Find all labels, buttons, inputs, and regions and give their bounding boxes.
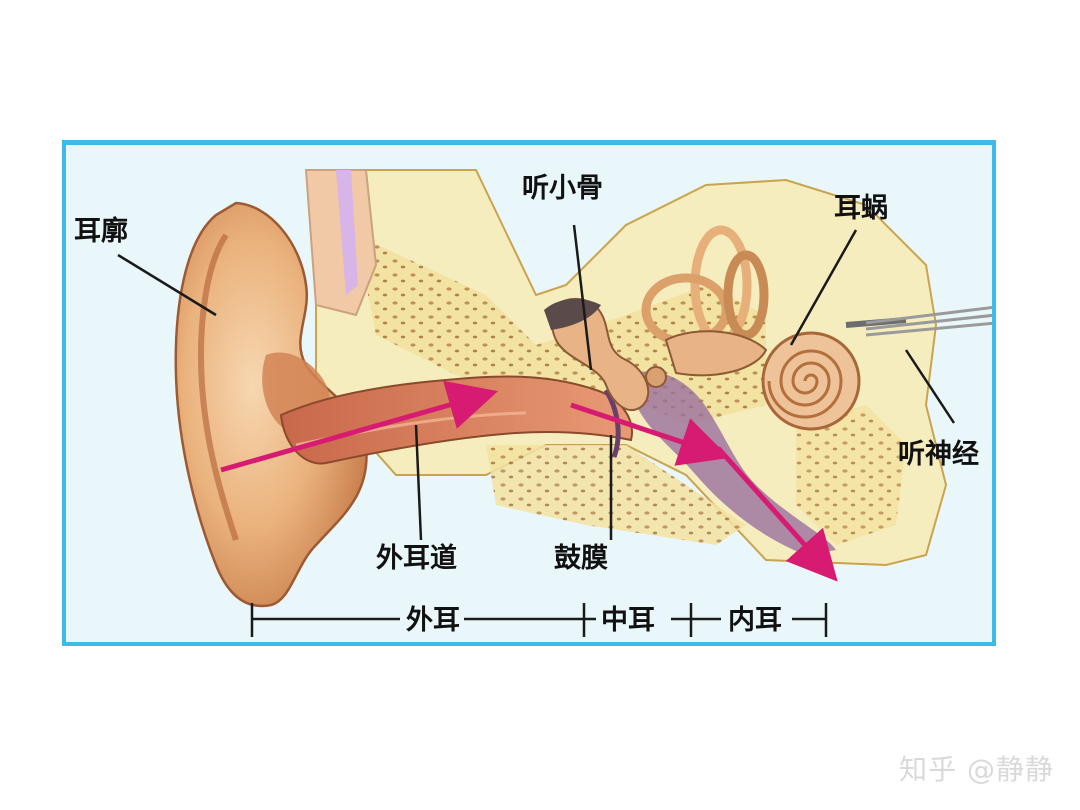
tissue-band [336,170,358,295]
arrow-2 [570,402,730,466]
label-outer-ear: 外耳 [406,605,460,636]
sound-path-arrows [220,380,838,582]
ear-division-bar [250,603,828,637]
label-auditory-nerve: 听神经 [898,438,979,470]
watermark: 知乎 @静静 [899,753,1054,786]
label-middle-ear: 中耳 [601,605,655,636]
leader-cochlea [789,229,858,346]
leader-canal [414,424,423,541]
label-ear-canal: 外耳道 [376,542,457,574]
auditory-nerve-bundle [865,305,992,337]
spongy-bone-lower [486,445,746,545]
label-ossicles: 听小骨 [522,173,603,204]
leader-pinna [117,253,217,317]
leader-nerve [904,349,956,424]
spongy-bone-right [796,405,906,545]
dark-bone-mass [544,298,601,330]
arrow-1 [220,380,499,473]
pinna-fold [198,233,239,541]
cochlea-shape [761,331,861,431]
vestibule [664,330,768,377]
arrow-3 [716,446,838,582]
ear-anatomy-diagram: 耳廓 听小骨 耳蜗 听神经 外耳道 鼓膜 外耳 中耳 内耳 [74,169,992,637]
leader-lines [117,224,956,541]
label-pinna: 耳廓 [74,215,128,247]
label-eardrum: 鼓膜 [554,543,608,574]
ossicles-shape [550,297,650,411]
stapes [645,366,667,388]
leader-ossicles [572,224,593,371]
diagram-frame: 耳廓 听小骨 耳蜗 听神经 外耳道 鼓膜 外耳 中耳 内耳 [62,140,996,646]
label-inner-ear: 内耳 [728,605,782,636]
skin-strip [304,169,378,317]
label-cochlea: 耳蜗 [834,193,888,224]
